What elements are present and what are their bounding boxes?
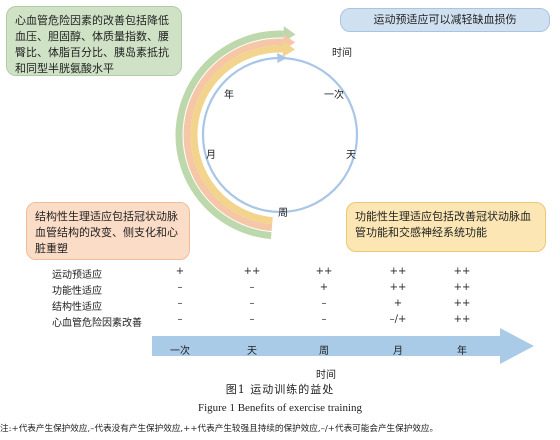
row-label: 功能性适应 (52, 286, 102, 297)
figure-caption-cn: 图1 运动训练的益处 (225, 383, 335, 396)
row-label: 心血管危险因素改善 (52, 318, 142, 329)
table-cell: ++ (453, 298, 471, 309)
cycle-label-day: 天 (346, 150, 356, 161)
row-label: 运动预适应 (52, 270, 102, 281)
table-cell: – (321, 314, 327, 325)
cycle-label-month: 月 (206, 150, 216, 161)
table-cell: ++ (453, 314, 471, 325)
time-circle (201, 56, 359, 214)
timeline-label: 周 (319, 346, 329, 357)
risk-factor-text: 心血管危险因素的改善包括降低血压、胆固醇、体质量指数、腰臀比、体脂百分比、胰岛素… (15, 14, 169, 75)
table-cell: ++ (243, 266, 261, 277)
table-cell: + (175, 266, 185, 277)
table-cell: – (177, 314, 183, 325)
table-row: 心血管危险因素改善 – – – –/+ ++ (0, 314, 560, 330)
table-cell: ++ (315, 266, 333, 277)
table-cell: ++ (389, 282, 407, 293)
table-cell: –/+ (389, 314, 407, 325)
cycle-label-time: 时间 (332, 48, 352, 59)
table-cell: – (177, 298, 183, 309)
row-label: 结构性适应 (52, 302, 102, 313)
table-cell: ++ (453, 266, 471, 277)
arc-functional (190, 45, 284, 225)
table-cell: – (177, 282, 183, 293)
timeline-axis-title: 时间 (316, 370, 336, 381)
structural-adaptation-box: 结构性生理适应包括冠状动脉血管结构的改变、侧支化和心脏重塑 (26, 202, 190, 260)
cycle-label-year: 年 (224, 90, 234, 101)
table-cell: – (249, 282, 255, 293)
table-cell: ++ (389, 266, 407, 277)
timeline-label: 月 (393, 346, 403, 357)
functional-adaptation-box: 功能性生理适应包括改善冠状动脉血管功能和交感神经系统功能 (346, 202, 546, 252)
structural-adaptation-text: 结构性生理适应包括冠状动脉血管结构的改变、侧支化和心脏重塑 (35, 210, 178, 255)
table-cell: – (249, 314, 255, 325)
table-cell: – (249, 298, 255, 309)
table-row: 功能性适应 – – + ++ ++ (0, 282, 560, 298)
arc-structural (183, 38, 284, 232)
table-cell: – (321, 298, 327, 309)
timeline-arrow (152, 328, 534, 364)
ischemia-text: 运动预适应可以减轻缺血损伤 (373, 13, 517, 26)
timeline-label: 年 (457, 346, 467, 357)
adaptation-arcs (175, 26, 296, 240)
timeline-label: 天 (247, 346, 257, 357)
table-row: 运动预适应 + ++ ++ ++ ++ (0, 266, 560, 282)
figure-footnote: 注:+代表产生保护效应,–代表没有产生保护效应,++代表产生较强且持续的保护效应… (0, 424, 439, 434)
table-cell: ++ (453, 282, 471, 293)
risk-factor-box: 心血管危险因素的改善包括降低血压、胆固醇、体质量指数、腰臀比、体脂百分比、胰岛素… (6, 6, 182, 76)
table-cell: + (319, 282, 329, 293)
cycle-label-once: 一次 (324, 90, 344, 101)
functional-adaptation-text: 功能性生理适应包括改善冠状动脉血管功能和交感神经系统功能 (355, 210, 531, 239)
arc-functional-arrowhead (282, 41, 295, 58)
cycle-label-week: 周 (278, 208, 288, 219)
figure-caption-en: Figure 1 Benefits of exercise training (197, 402, 363, 414)
arc-risk-factors (175, 30, 284, 240)
table-cell: + (393, 298, 403, 309)
table-row: 结构性适应 – – – + ++ (0, 298, 560, 314)
timeline-label: 一次 (170, 346, 190, 357)
ischemia-box: 运动预适应可以减轻缺血损伤 (340, 8, 550, 32)
